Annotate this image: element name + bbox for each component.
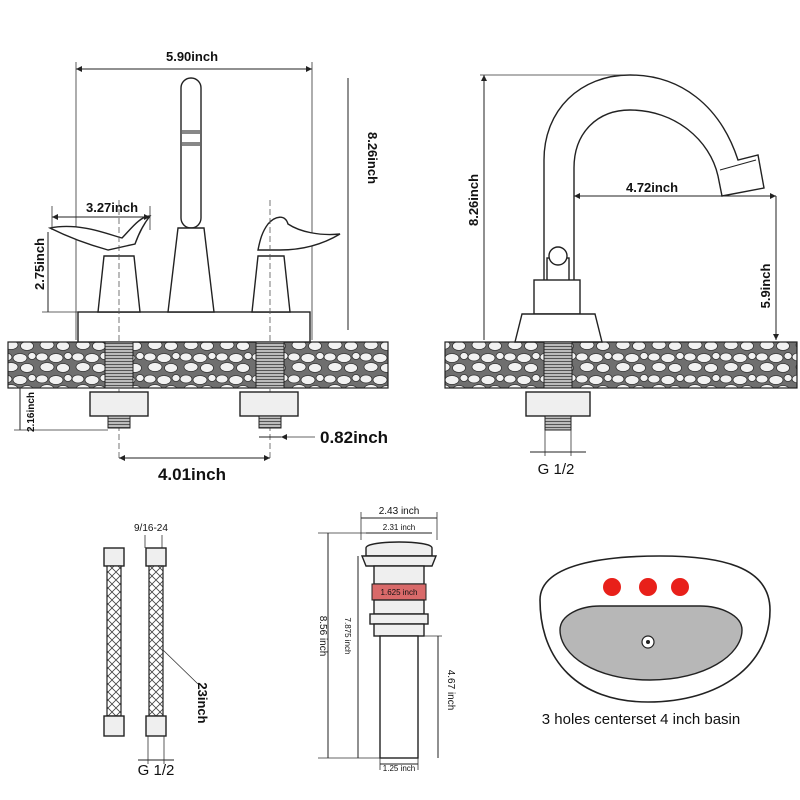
spout-clearance-label: 5.9inch [758,264,773,309]
hose-left-bottom-nut [103,715,125,737]
handle-reach-label: 3.27inch [86,200,138,215]
spout-reach-label: 4.72inch [626,180,678,195]
center-spacing-label: 4.01inch [158,465,226,484]
nut-width-label: 0.82inch [320,428,388,447]
drain-tail-pipe [379,635,419,759]
basin-caption: 3 holes centerset 4 inch basin [542,711,740,728]
drain-body-length-label: 7.875 inch [343,618,352,655]
hose-bottom-thread-label: G 1/2 [138,762,175,779]
side-nut [525,391,591,417]
handle-height-label: 2.75inch [32,238,47,290]
side-body [533,279,581,315]
drain-tail-diameter-label: 1.25 inch [383,764,415,773]
hose-left-braid [106,565,122,717]
right-handle-lever [257,216,341,251]
left-handle-lever [47,215,152,251]
right-nut [239,391,299,417]
drain-tail-length-label: 4.67 inch [445,670,456,711]
hose-top-thread-label: 9/16-24 [134,523,168,534]
pop-up-drain: 2.43 inch 2.31 inch 1.625 inch 8.56 inch… [317,506,456,773]
hose-right-braid [148,565,164,717]
counter-slab-front [7,341,389,389]
supply-hoses: 9/16-24 23inch G 1/2 [103,523,210,779]
drain-cap [365,541,433,557]
side-view: 8.26inch 4.72inch 5.9inch G 1/2 [444,74,798,478]
shank-length-label: 2.16inch [26,392,37,432]
front-height-label: 8.26inch [365,132,380,184]
hose-right-bottom-nut [145,715,167,737]
hose-right-top-nut [145,547,167,567]
hose-left-top-nut [103,547,125,567]
faucet-hole-right [671,578,689,596]
front-view: 5.90inch 8.26inch 3.27inc [7,49,389,484]
faucet-hole-center [639,578,657,596]
counter-slab-side [444,341,798,389]
side-spout [543,74,765,287]
drain-collar-label: 1.625 inch [381,588,418,597]
spout-body [167,227,215,313]
drain-cap-inner-label: 2.31 inch [383,523,415,532]
side-height-label: 8.26inch [466,174,481,226]
basin-top-view: 3 holes centerset 4 inch basin [539,555,771,728]
front-width-label: 5.90inch [166,49,218,64]
faucet-hole-left [603,578,621,596]
side-thread-label: G 1/2 [538,461,575,478]
drain-cap-outer-label: 2.43 inch [379,506,420,517]
left-nut [89,391,149,417]
right-handle-base [251,255,291,313]
drain-total-length-label: 8.56 inch [317,616,328,657]
base-plate [77,311,311,343]
side-base [514,313,603,343]
spout-stem [180,77,202,229]
hose-length-label: 23inch [195,682,210,723]
